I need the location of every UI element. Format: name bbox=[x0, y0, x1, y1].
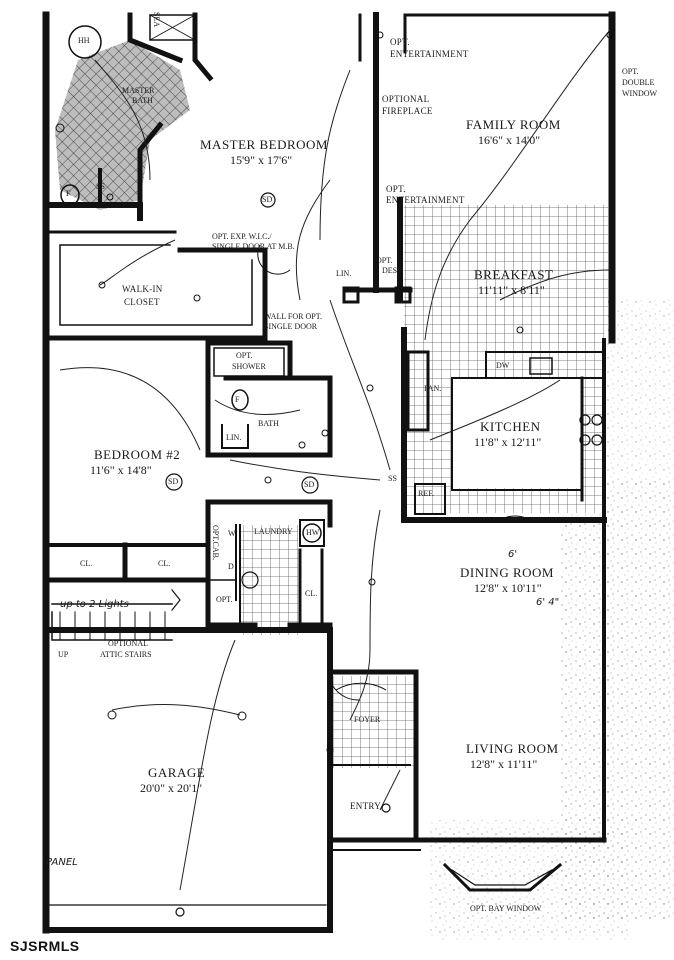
master-toilet-f-label: F bbox=[66, 189, 71, 198]
optional-attic-label-2: ATTIC STAIRS bbox=[100, 650, 152, 659]
dining-note-2: 6' 4" bbox=[536, 597, 560, 608]
bath-lin-label: LIN. bbox=[226, 433, 242, 442]
living-room-dims: 12'8" x 11'11" bbox=[470, 757, 538, 771]
master-toilet bbox=[60, 184, 80, 206]
panel-label: PANEL bbox=[46, 857, 78, 868]
closet-label-1: CL. bbox=[80, 559, 93, 568]
breakfast-name: BREAKFAST bbox=[474, 267, 554, 282]
pantry-label: PAN. bbox=[424, 384, 442, 393]
sconce-mark-master: SS bbox=[96, 182, 105, 191]
dining-note-1: 6' bbox=[508, 549, 518, 560]
hh-label: HH bbox=[78, 36, 90, 45]
dining-room-name: DINING ROOM bbox=[460, 565, 554, 580]
opt-cab-label: OPT.CAB. bbox=[211, 525, 220, 560]
master-bedroom-name: MASTER BEDROOM bbox=[200, 137, 328, 152]
opt-desk-label-2: DESK bbox=[382, 266, 403, 275]
opt-double-window-label-1: OPT. bbox=[622, 67, 639, 76]
master-bath-name-1: MASTER bbox=[122, 86, 155, 95]
fixtures bbox=[55, 14, 614, 917]
dishwasher-label: DW bbox=[496, 361, 510, 370]
opt-exp-wic-label-1: OPT. EXP. W.I.C./ bbox=[212, 232, 272, 241]
opt-desk-label-1: OPT. bbox=[376, 256, 393, 265]
kitchen-island-clear bbox=[452, 378, 582, 488]
up-label: UP bbox=[58, 650, 69, 659]
bath-toilet-f-label: F bbox=[235, 395, 240, 404]
opt-entertainment-mid-label-1: OPT. bbox=[386, 184, 406, 194]
opt-double-window-label-3: WINDOW bbox=[622, 89, 658, 98]
foyer-tile-floor bbox=[332, 676, 416, 768]
laundry-tile-floor bbox=[240, 525, 298, 635]
opt-l-label: OPT. bbox=[216, 595, 233, 604]
master-bath-tile-floor bbox=[55, 40, 190, 210]
entry-label: ENTRY bbox=[350, 801, 382, 811]
sea-label: SEA bbox=[152, 12, 161, 28]
walk-in-closet-label-1: WALK-IN bbox=[122, 284, 163, 294]
laundry-closet-label: CL. bbox=[305, 589, 318, 598]
living-room-name: LIVING ROOM bbox=[466, 741, 559, 756]
family-room-name: FAMILY ROOM bbox=[466, 117, 561, 132]
optional-fireplace-label-2: FIREPLACE bbox=[382, 106, 433, 116]
breakfast-tile-floor bbox=[404, 205, 608, 333]
bedroom2-dims: 11'6" x 14'8" bbox=[90, 463, 152, 477]
refrigerator-label: REF. bbox=[418, 489, 435, 498]
hw-label: HW bbox=[306, 528, 320, 537]
opt-double-window-label-2: DOUBLE bbox=[622, 78, 655, 87]
opt-entertainment-mid-label-2: ENTERTAINMENT bbox=[386, 195, 465, 205]
opt-exp-wic-label-2: SINGLE DOOR AT M.B. bbox=[212, 242, 295, 251]
bath-toilet bbox=[231, 389, 249, 411]
breakfast-dims: 11'11" x 8'11" bbox=[478, 283, 545, 297]
sd-label-bedroom: SD bbox=[168, 477, 179, 486]
shower-box bbox=[149, 14, 196, 41]
master-bath-name-2: BATH bbox=[132, 96, 153, 105]
master-bedroom-dims: 15'9" x 17'6" bbox=[230, 153, 293, 167]
optional-fireplace-label-1: OPTIONAL bbox=[382, 94, 430, 104]
garage-name: GARAGE bbox=[148, 765, 206, 780]
wall-for-opt-label-1: WALL FOR OPT. bbox=[264, 312, 322, 321]
washer-label: W bbox=[228, 529, 236, 538]
closet-label-2: CL. bbox=[158, 559, 171, 568]
walk-in-closet-label-2: CLOSET bbox=[124, 297, 160, 307]
master-tub bbox=[68, 25, 102, 59]
electrical-wiring bbox=[59, 29, 611, 891]
sd-label-hall: SD bbox=[304, 480, 315, 489]
sconce-mark-hall: SS bbox=[388, 474, 397, 483]
garage-dims: 20'0" x 20'1" bbox=[140, 781, 203, 795]
opt-entertainment-label-2: ENTERTAINMENT bbox=[390, 49, 469, 59]
hw-tank bbox=[302, 523, 322, 543]
opt-shower-label-2: SHOWER bbox=[232, 362, 266, 371]
lin-closet-label: LIN. bbox=[336, 269, 352, 278]
opt-shower-label-1: OPT. bbox=[236, 351, 253, 360]
bath-label: BATH bbox=[258, 419, 279, 428]
up-to-lights-note: up to 2 Lights bbox=[60, 599, 129, 610]
dryer-label: D bbox=[228, 562, 234, 571]
sd-label-master: SD bbox=[262, 195, 273, 204]
laundry-label: LAUNDRY bbox=[254, 527, 293, 536]
dining-room-dims: 12'8" x 10'11" bbox=[474, 581, 542, 595]
wall-for-opt-label-2: SINGLE DOOR bbox=[264, 322, 318, 331]
mls-watermark: SJSRMLS bbox=[10, 938, 80, 954]
opt-entertainment-label-1: OPT. bbox=[390, 37, 410, 47]
opt-bay-window-label: OPT. BAY WINDOW bbox=[470, 904, 542, 913]
optional-attic-label-1: OPTIONAL bbox=[108, 639, 148, 648]
bedroom2-name: BEDROOM #2 bbox=[94, 447, 181, 462]
kitchen-dims: 11'8" x 12'11" bbox=[474, 435, 542, 449]
dishwasher-sink bbox=[529, 357, 553, 375]
family-room-dims: 16'6" x 14'0" bbox=[478, 133, 541, 147]
walls bbox=[42, 11, 616, 934]
kitchen-name: KITCHEN bbox=[480, 419, 541, 434]
foyer-label: FOYER bbox=[354, 715, 381, 724]
door-swings bbox=[257, 244, 531, 701]
